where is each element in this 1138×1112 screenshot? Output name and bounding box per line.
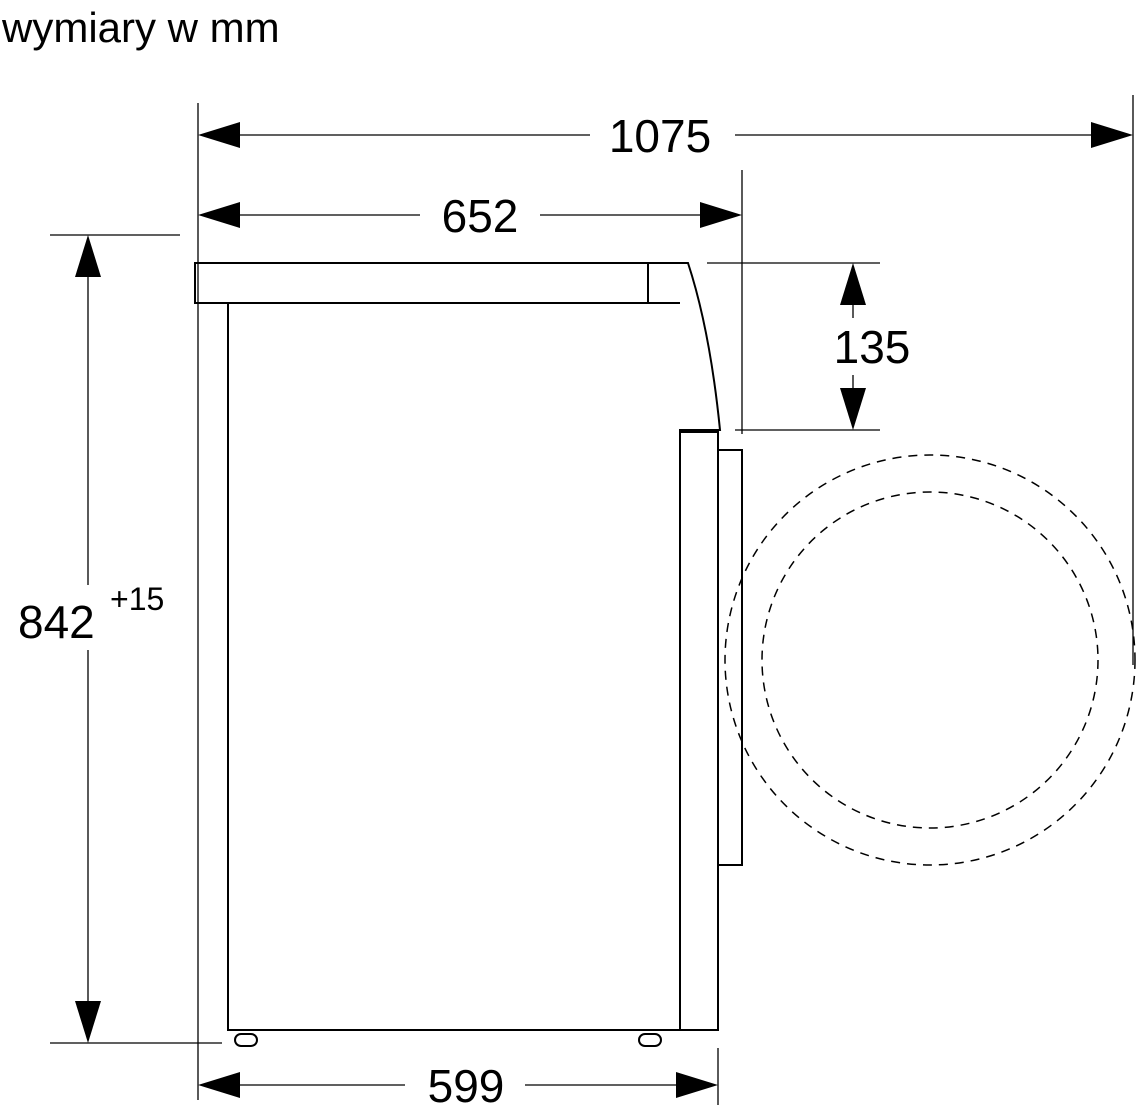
door-swing-outer	[724, 454, 1136, 866]
door	[718, 449, 743, 866]
door-swing-inner	[761, 491, 1099, 829]
foot-right	[638, 1033, 662, 1047]
width-label: 599	[428, 1060, 505, 1112]
dimension-depth: 652	[198, 190, 742, 242]
worktop-and-body	[194, 262, 722, 1031]
height-label: 842	[18, 596, 95, 648]
machine-side-view	[194, 262, 1136, 1047]
front-panel	[679, 431, 719, 1031]
console-height-label: 135	[834, 321, 911, 373]
height-tolerance-label: +15	[110, 581, 164, 617]
dimension-total-depth: 1075	[198, 110, 1133, 162]
depth-label: 652	[442, 190, 519, 242]
dimension-width: 599	[198, 1060, 718, 1112]
dimension-console-height: 135	[834, 263, 911, 430]
diagram-title: wymiary w mm	[1, 4, 280, 51]
dimension-height: 842 +15	[18, 235, 164, 1043]
total-depth-label: 1075	[609, 110, 711, 162]
foot-left	[234, 1033, 258, 1047]
extension-lines	[50, 95, 1134, 1105]
